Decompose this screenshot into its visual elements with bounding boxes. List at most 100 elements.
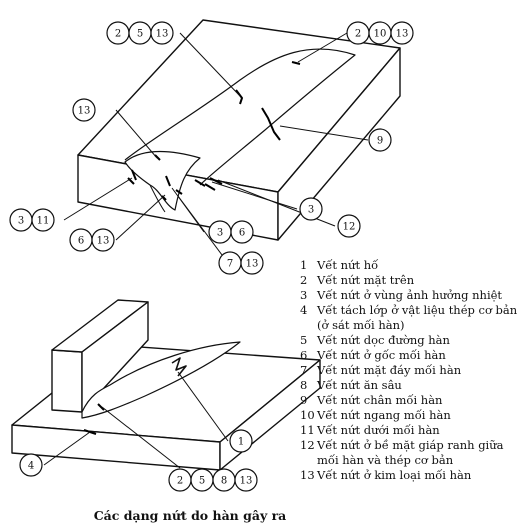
callout-circle (19, 453, 43, 477)
legend-item: 5 Vết nứt dọc đường hàn (300, 333, 522, 348)
legend-number: 13 (300, 468, 315, 482)
legend-number: 3 (300, 288, 308, 302)
weld-bead-top (124, 48, 356, 186)
callout-circle (299, 197, 323, 221)
fillet-bead (81, 341, 241, 419)
legend-item: 1 Vết nứt hố (300, 258, 522, 273)
callout-circle (390, 21, 414, 45)
legend-text: Vết nứt dọc đường hàn (317, 333, 450, 347)
legend-text: Vết nứt ở bề mặt giáp ranh giữa mối hàn … (317, 438, 504, 467)
web-plate-side (81, 301, 149, 413)
callout-circle (229, 429, 253, 453)
legend-text: Vết nứt dưới mối hàn (317, 423, 440, 437)
callout-label: 6 (78, 236, 84, 247)
legend-item: 6 Vết nứt ở gốc mối hàn (300, 348, 522, 363)
legend-text: Vết nứt mặt trên (317, 273, 415, 287)
callout-2-10-13: 2 10 13 (346, 21, 414, 45)
callout-circle (72, 98, 96, 122)
crack-marks (127, 61, 301, 201)
legend-number: 8 (300, 378, 308, 392)
callout-7-13: 7 13 (218, 251, 264, 275)
legend-number: 6 (300, 348, 308, 362)
callout-4: 4 (19, 453, 43, 477)
callout-label: 13 (97, 236, 110, 247)
legend-number: 2 (300, 273, 308, 287)
legend-item: 3 Vết nứt ở vùng ảnh hưởng nhiệt (300, 288, 522, 303)
callout-label: 1 (238, 437, 244, 448)
callout-label: 10 (374, 29, 387, 40)
callout-label: 11 (37, 216, 50, 227)
callout-label: 13 (246, 259, 259, 270)
callout-circle (337, 214, 361, 238)
callout-label: 8 (221, 476, 227, 487)
bottom-leader-lines (43, 371, 229, 469)
legend-text: Vết nứt mặt đáy mối hàn (317, 363, 462, 377)
callout-circle (240, 251, 264, 275)
callout-label: 2 (355, 29, 361, 40)
callout-label: 13 (78, 106, 91, 117)
callout-circle (150, 21, 174, 45)
figure-caption: Các dạng nứt do hàn gây ra (93, 508, 287, 523)
legend-text: Vết nứt ngang mối hàn (317, 408, 451, 422)
callout-label: 2 (115, 29, 121, 40)
callout-label: 7 (227, 259, 233, 270)
callout-9: 9 (368, 128, 392, 152)
callout-label: 3 (217, 228, 223, 239)
legend-number: 11 (300, 423, 315, 437)
legend-text: Vết nứt chân mối hàn (317, 393, 443, 407)
legend-number: 9 (300, 393, 308, 407)
callout-3: 3 (299, 197, 323, 221)
callout-2-5-13: 2 5 13 (106, 21, 174, 45)
callout-label: 5 (199, 476, 205, 487)
callout-circle (230, 220, 254, 244)
callout-label: 3 (18, 216, 24, 227)
legend-number: 5 (300, 333, 308, 347)
fillet-weld-illustration (11, 299, 321, 471)
legend-text: Vết nứt hố (317, 258, 379, 272)
callout-circle (31, 208, 55, 232)
callout-label: 6 (239, 228, 245, 239)
legend-number: 12 (300, 438, 315, 452)
callout-label: 13 (396, 29, 409, 40)
leader-lines (63, 32, 369, 264)
web-plate-front (51, 349, 83, 413)
callout-label: 4 (28, 461, 34, 472)
callout-label: 12 (343, 222, 356, 233)
legend-number: 4 (300, 303, 308, 317)
butt-weld-illustration (63, 19, 401, 264)
legend-text: Vết nứt ở gốc mối hàn (317, 348, 446, 362)
callout-label: 9 (377, 136, 383, 147)
legend-number: 10 (300, 408, 315, 422)
callout-circle (234, 468, 258, 492)
callout-label: 5 (137, 29, 143, 40)
legend-text: Vết nứt ở vùng ảnh hưởng nhiệt (317, 288, 503, 302)
callout-1: 1 (229, 429, 253, 453)
legend-item: 9 Vết nứt chân mối hàn (300, 393, 522, 408)
legend-item: 2 Vết nứt mặt trên (300, 273, 522, 288)
callout-circle (368, 128, 392, 152)
crack-type-legend: 1 Vết nứt hố 2 Vết nứt mặt trên 3 Vết nứt ở v… (300, 258, 522, 483)
legend-number: 7 (300, 363, 308, 377)
callout-label: 2 (177, 476, 183, 487)
callout-label: 3 (308, 205, 314, 216)
legend-item: 7 Vết nứt mặt đáy mối hàn (300, 363, 522, 378)
callout-6-13: 6 13 (69, 228, 115, 252)
legend-text: Vết nứt ở kim loại mối hàn (317, 468, 472, 482)
callout-12: 12 (337, 214, 361, 238)
plate-side-face (277, 47, 401, 241)
callout-label: 13 (240, 476, 253, 487)
callout-3-11: 3 11 (9, 208, 55, 232)
callout-circle (91, 228, 115, 252)
crater-crack (171, 357, 187, 377)
callout-label: 13 (156, 29, 169, 40)
legend-text: Vết tách lớp ở vật liệu thép cơ bản (ở s… (317, 303, 518, 332)
callout-13: 13 (72, 98, 96, 122)
legend-number: 1 (300, 258, 308, 272)
